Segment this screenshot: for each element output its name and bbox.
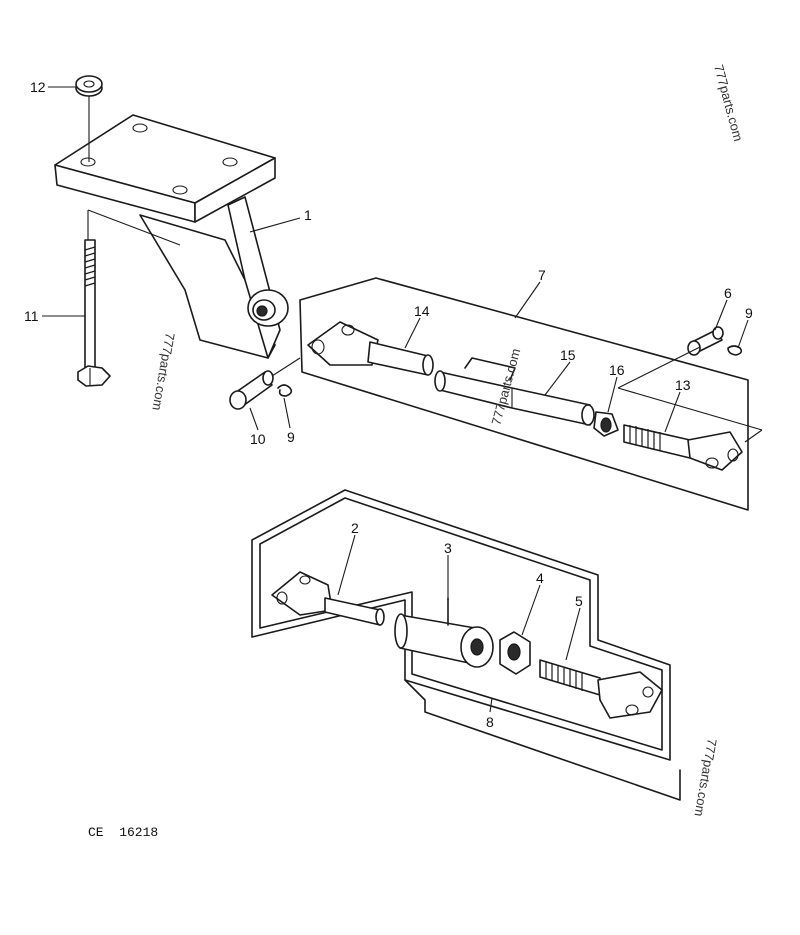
clevis-part-2: [271, 571, 385, 626]
callout-16: 16: [609, 362, 625, 378]
callout-10: 10: [250, 431, 266, 447]
callout-2: 2: [351, 520, 359, 536]
callout-8: 8: [486, 714, 494, 730]
nut-part-12: [75, 75, 103, 162]
leader-lines: [42, 86, 763, 713]
clip-part-9-right: [727, 345, 743, 356]
callout-5: 5: [575, 593, 583, 609]
bracket-part-1: [54, 114, 289, 359]
pin-part-10: [229, 357, 301, 410]
callout-12: 12: [30, 79, 46, 95]
callout-9-right: 9: [745, 305, 753, 321]
clevis-part-13: [623, 424, 743, 471]
callout-6: 6: [724, 285, 732, 301]
callout-15: 15: [560, 347, 576, 363]
clevis-part-14: [307, 321, 434, 376]
callout-11: 11: [24, 308, 39, 324]
callout-4: 4: [536, 570, 544, 586]
callout-labels: 12 1 11 10 9 7 14 15 16 13 6 9 2 3 4 5 8: [24, 79, 753, 730]
nut-part-16: [593, 411, 619, 437]
watermark-left: 777parts.com: [149, 331, 177, 411]
clevis-part-5: [539, 659, 663, 719]
callout-13: 13: [675, 377, 691, 393]
callout-7: 7: [538, 267, 546, 283]
callout-9-left: 9: [287, 429, 295, 445]
watermark-bottom-right: 777parts.com: [691, 737, 719, 817]
sleeve-part-3: [394, 597, 494, 668]
sleeve-part-15: [434, 357, 595, 426]
callout-1: 1: [304, 207, 312, 223]
nut-part-4: [499, 631, 531, 675]
clip-part-9-left: [277, 384, 293, 397]
watermark-top-right: 777parts.com: [711, 63, 746, 143]
drawing-reference: CE 16218: [88, 825, 158, 840]
bolt-part-11: [77, 239, 111, 387]
callout-3: 3: [444, 540, 452, 556]
callout-14: 14: [414, 303, 430, 319]
